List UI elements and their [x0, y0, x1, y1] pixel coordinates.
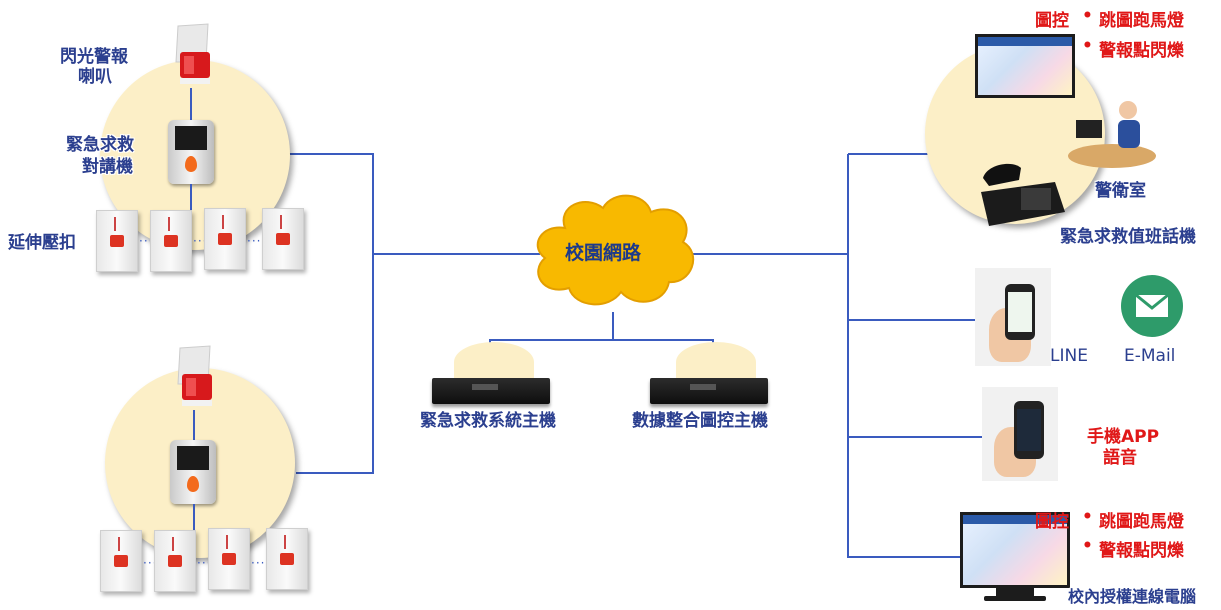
siren-icon — [177, 345, 212, 406]
guard-bullet-1: • — [1082, 6, 1093, 26]
email-label: E-Mail — [1124, 346, 1176, 366]
desk-phone-icon — [981, 163, 1065, 226]
campus-network-label: 校園網路 — [565, 242, 642, 264]
pc-bullet-1: • — [1082, 507, 1093, 527]
server-icon — [432, 378, 550, 404]
intercom-to-buttons-line — [193, 504, 195, 532]
line-label: LINE — [1050, 346, 1088, 366]
panic-button-icon — [96, 210, 138, 272]
siren-to-intercom-line — [190, 88, 192, 120]
guard-map-control: 圖控 — [1035, 11, 1069, 31]
guard-feature-2: 警報點閃爍 — [1099, 41, 1184, 61]
app-label-1: 手機APP — [1087, 427, 1160, 447]
smartphone-icon — [975, 268, 1051, 366]
siren-label-1: 閃光警報 — [60, 47, 128, 67]
panic-button-icon — [262, 208, 304, 270]
guard-feature-1: 跳圖跑馬燈 — [1099, 11, 1184, 31]
monitor-icon — [975, 34, 1075, 98]
monitor-stand — [996, 588, 1034, 596]
host1-bg — [454, 342, 534, 382]
monitor-base — [984, 596, 1046, 601]
intercom-label-1: 緊急求救 — [66, 135, 134, 155]
siren-to-intercom-line — [193, 410, 195, 442]
guard-room-label: 警衛室 — [1095, 181, 1146, 201]
smartphone-icon — [982, 387, 1058, 481]
panic-button-icon — [154, 530, 196, 592]
app-label-2: 語音 — [1103, 448, 1137, 468]
pc-bullet-2: • — [1082, 536, 1093, 556]
guard-bullet-2: • — [1082, 36, 1093, 56]
intercom-icon — [168, 120, 214, 184]
pc-feature-1: 跳圖跑馬燈 — [1099, 512, 1184, 532]
server-icon — [650, 378, 768, 404]
pc-feature-2: 警報點閃爍 — [1099, 541, 1184, 561]
intercom-label-2: 對講機 — [82, 157, 133, 177]
data-host-label: 數據整合圖控主機 — [632, 411, 768, 431]
panic-button-icon — [100, 530, 142, 592]
siren-label-2: 喇叭 — [78, 67, 112, 87]
campus-network-cloud — [536, 194, 695, 306]
extension-label: 延伸壓扣 — [8, 233, 76, 253]
host2-bg — [676, 342, 756, 382]
campus-pc-label: 校內授權連線電腦 — [1068, 587, 1197, 606]
panic-button-icon — [150, 210, 192, 272]
siren-icon — [175, 23, 210, 84]
monitor-icon — [960, 512, 1070, 588]
emergency-host-label: 緊急求救系統主機 — [420, 411, 556, 431]
intercom-icon — [170, 440, 216, 504]
intercom-to-buttons-line — [190, 184, 192, 214]
pc-map-control: 圖控 — [1035, 512, 1069, 532]
duty-phone-label: 緊急求救值班話機 — [1060, 227, 1196, 247]
operator-icon — [1068, 101, 1156, 168]
panic-button-icon — [266, 528, 308, 590]
envelope-icon — [1121, 275, 1183, 337]
panic-button-icon — [204, 208, 246, 270]
panic-button-icon — [208, 528, 250, 590]
